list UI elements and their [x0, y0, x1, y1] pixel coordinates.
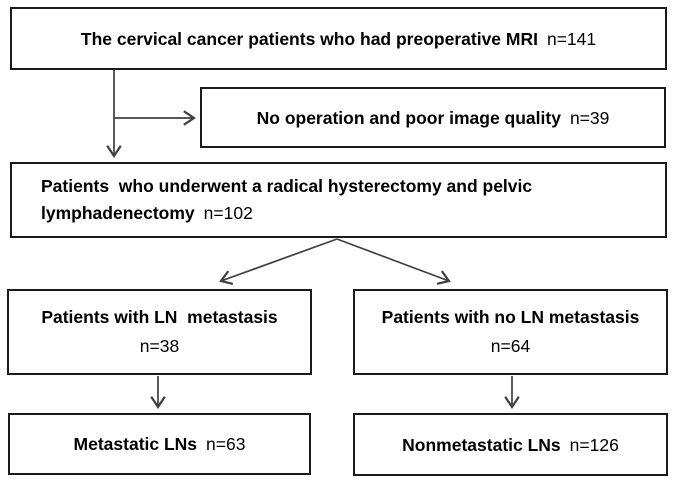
flow-box-metastatic-lns: Metastatic LNs n=63: [8, 413, 311, 475]
arrow-surgery-to-no-ln-metastasis: [336, 238, 451, 285]
box-count: n=39: [569, 107, 610, 128]
box-text: Patients who underwent a radical hystere…: [41, 176, 533, 196]
box-count: n=64: [490, 336, 531, 356]
box-count: n=141: [546, 28, 597, 49]
box-line: Patients with no LN metastasis: [382, 303, 640, 332]
box-text: lymphadenectomy: [41, 203, 195, 223]
box-line: The cervical cancer patients who had pre…: [81, 25, 596, 53]
box-text: Nonmetastatic LNs: [402, 434, 561, 455]
box-line: Patients with LN metastasis: [41, 303, 277, 332]
box-count: n=38: [139, 336, 180, 356]
box-text: The cervical cancer patients who had pre…: [80, 28, 538, 49]
box-line: n=64: [491, 332, 530, 361]
flow-box-no-ln-metastasis: Patients with no LN metastasis n=64: [353, 289, 668, 375]
flow-box-excluded: No operation and poor image quality n=39: [200, 87, 666, 148]
box-text: Patients with LN metastasis: [41, 307, 278, 327]
flow-box-ln-metastasis: Patients with LN metastasis n=38: [7, 289, 312, 375]
box-count: n=126: [569, 434, 619, 455]
box-count: n=102: [203, 203, 253, 223]
box-line: n=38: [140, 332, 179, 361]
box-line: Metastatic LNs n=63: [74, 430, 246, 458]
box-text: Patients with no LN metastasis: [381, 307, 640, 327]
flow-box-surgery: Patients who underwent a radical hystere…: [10, 162, 667, 238]
box-text: No operation and poor image quality: [256, 107, 561, 128]
arrow-surgery-to-ln-metastasis: [219, 238, 338, 285]
flow-box-preoperative-mri: The cervical cancer patients who had pre…: [10, 7, 667, 70]
box-line: lymphadenectomy n=102: [41, 200, 253, 227]
flow-box-nonmetastatic-lns: Nonmetastatic LNs n=126: [353, 413, 668, 476]
box-line: No operation and poor image quality n=39: [257, 104, 610, 132]
box-line: Nonmetastatic LNs n=126: [402, 431, 619, 459]
box-text: Metastatic LNs: [73, 434, 198, 454]
box-line: Patients who underwent a radical hystere…: [41, 173, 532, 200]
box-count: n=63: [206, 434, 246, 454]
